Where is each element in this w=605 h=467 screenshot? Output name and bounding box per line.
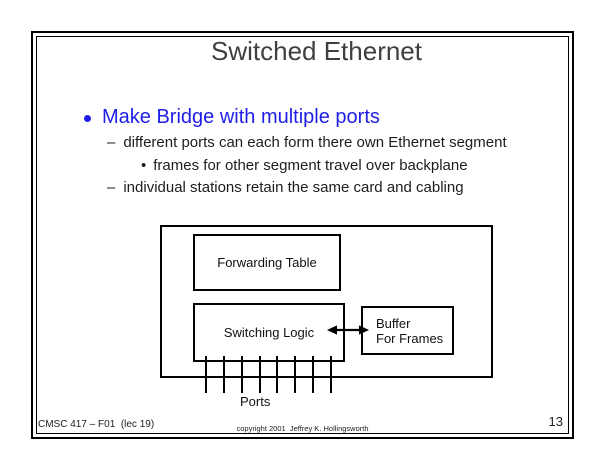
double-arrow-icon (327, 325, 369, 335)
port-lines (205, 356, 337, 393)
footer-course-label: CMSC 417 – F01 (lec 19) (38, 419, 155, 430)
port-line (312, 356, 314, 393)
bullet-main-label: Make Bridge with multiple ports (102, 106, 380, 128)
bullet-sub-1: – different ports can each form there ow… (107, 134, 507, 152)
forwarding-table-label: Forwarding Table (217, 255, 317, 270)
switching-logic-box: Switching Logic (193, 303, 345, 362)
forwarding-table-box: Forwarding Table (193, 234, 341, 291)
slide-title: Switched Ethernet (210, 36, 422, 66)
bullet-dot (84, 115, 91, 122)
port-line (223, 356, 225, 393)
buffer-label-line1: Buffer (376, 315, 411, 331)
dash-marker: – (107, 179, 116, 196)
port-line (294, 356, 296, 393)
port-line (205, 356, 207, 393)
slide-border-inner (36, 36, 569, 434)
dash-marker: – (107, 134, 116, 151)
port-line (259, 356, 261, 393)
switching-logic-label: Switching Logic (223, 325, 315, 340)
port-line (330, 356, 332, 393)
bullet-sub-2-label: individual stations retain the same card… (123, 179, 464, 196)
bullet-sub-sub-1: • frames for other segment travel over b… (141, 157, 468, 175)
footer-copyright-label: copyright 2001 Jeffrey K. Hollingsworth (236, 424, 369, 433)
slide-border-outer (31, 31, 574, 439)
bullet-sub-sub-1-label: frames for other segment travel over bac… (153, 157, 468, 174)
page-number: 13 (548, 414, 563, 429)
port-line (241, 356, 243, 393)
ports-label: Ports (240, 394, 271, 409)
buffer-box: Buffer For Frames (361, 306, 454, 355)
port-line (276, 356, 278, 393)
bullet-main: Make Bridge with multiple ports (84, 105, 380, 130)
dot-marker: • (141, 157, 147, 174)
bullet-sub-2: – individual stations retain the same ca… (107, 179, 464, 197)
buffer-label-line2: For Frames (376, 330, 444, 346)
bullet-sub-1-label: different ports can each form there own … (123, 134, 507, 151)
